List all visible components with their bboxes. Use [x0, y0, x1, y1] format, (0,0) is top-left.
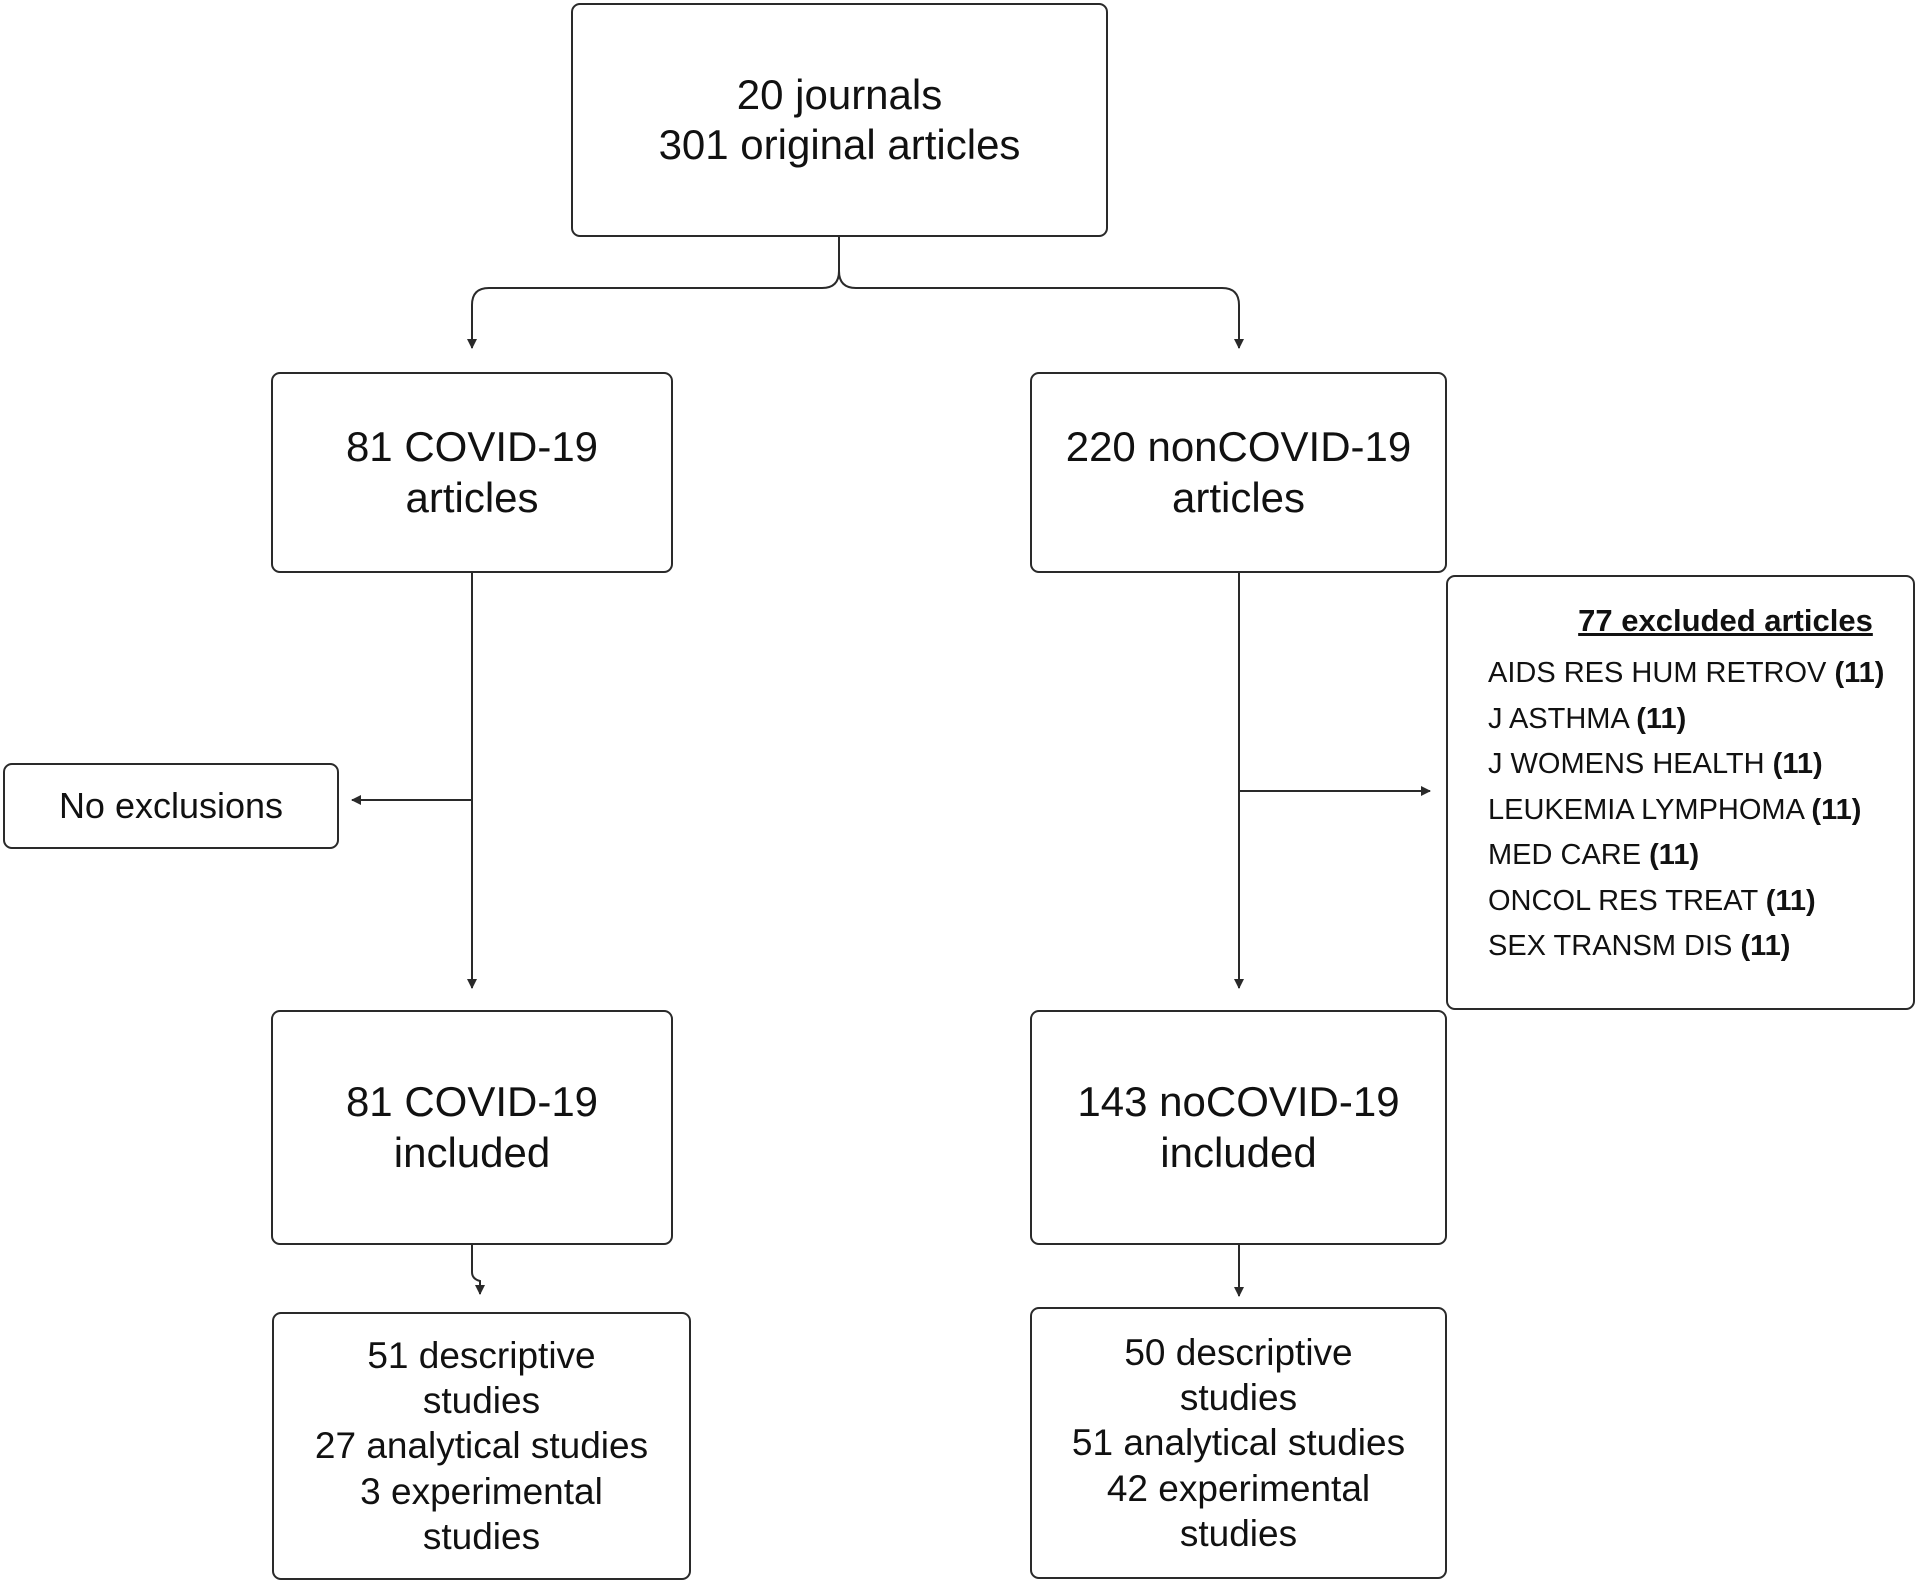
original-articles-count: 301 original articles: [658, 121, 1021, 168]
covid-included-to-studies-arrow: [471, 1245, 485, 1295]
covid-descriptive-studies: 51 descriptive: [367, 1335, 596, 1377]
noncovid-experimental-studies-cont: studies: [1179, 1512, 1298, 1554]
covid-articles-label: articles: [405, 473, 539, 521]
noncovid-descriptive-studies-cont: studies: [1179, 1377, 1298, 1419]
journal-count: (11): [1740, 930, 1791, 962]
excluded-articles-title: 77 excluded articles: [1578, 603, 1873, 638]
excluded-journal-item: MED CARE (11): [1488, 833, 1893, 879]
noncovid-included-label: included: [1160, 1128, 1317, 1176]
noncovid-descriptive-studies: 50 descriptive: [1124, 1332, 1353, 1374]
covid-included-box: 81 COVID-19 included: [271, 1010, 673, 1245]
journal-count: (11): [1834, 657, 1885, 689]
covid-studies-box: 51 descriptive studies 27 analytical stu…: [272, 1312, 691, 1580]
noncovid-analytical-studies: 51 analytical studies: [1071, 1422, 1406, 1464]
journal-name: LEUKEMIA LYMPHOMA: [1488, 793, 1804, 826]
covid-experimental-studies: 3 experimental: [360, 1470, 603, 1512]
no-exclusions-label: No exclusions: [58, 785, 284, 827]
excluded-journal-item: LEUKEMIA LYMPHOMA (11): [1488, 788, 1893, 834]
no-exclusions-box: No exclusions: [3, 763, 339, 849]
covid-descriptive-studies-cont: studies: [422, 1380, 541, 1422]
split-connector: [467, 237, 840, 349]
journal-name: J WOMENS HEALTH: [1488, 748, 1765, 780]
noncovid-articles-count: 220 nonCOVID-19: [1065, 423, 1412, 471]
noncovid-included-count: 143 noCOVID-19: [1077, 1078, 1400, 1126]
journal-name: J ASTHMA: [1488, 702, 1629, 735]
split-connector-right: [838, 270, 1244, 349]
covid-included-count: 81 COVID-19: [345, 1078, 599, 1126]
excluded-articles-box: 77 excluded articles AIDS RES HUM RETROV…: [1446, 575, 1915, 1010]
covid-experimental-studies-cont: studies: [422, 1515, 541, 1557]
noncovid-included-box: 143 noCOVID-19 included: [1030, 1010, 1447, 1245]
excluded-journal-item: AIDS RES HUM RETROV (11): [1488, 651, 1893, 697]
excluded-journal-item: SEX TRANSM DIS (11): [1488, 924, 1893, 970]
journal-count: (11): [1649, 839, 1700, 871]
journal-name: ONCOL RES TREAT: [1488, 884, 1758, 917]
journal-count: (11): [1636, 702, 1687, 735]
noncovid-studies-box: 50 descriptive studies 51 analytical stu…: [1030, 1307, 1447, 1579]
journal-count: (11): [1772, 748, 1823, 780]
journals-count: 20 journals: [736, 70, 943, 118]
noncovid-articles-box: 220 nonCOVID-19 articles: [1030, 372, 1447, 573]
noncovid-experimental-studies: 42 experimental: [1106, 1467, 1371, 1509]
journal-name: SEX TRANSM DIS: [1488, 930, 1733, 962]
noncovid-articles-label: articles: [1171, 473, 1306, 521]
journal-name: MED CARE: [1488, 839, 1642, 871]
journal-count: (11): [1765, 884, 1816, 917]
top-box: 20 journals 301 original articles: [571, 3, 1108, 237]
excluded-journal-item: J ASTHMA (11): [1488, 697, 1893, 743]
excluded-journal-item: J WOMENS HEALTH (11): [1488, 742, 1893, 788]
covid-articles-box: 81 COVID-19 articles: [271, 372, 673, 573]
covid-articles-count: 81 COVID-19: [345, 423, 599, 471]
journal-count: (11): [1811, 793, 1862, 826]
covid-included-label: included: [393, 1128, 551, 1176]
covid-analytical-studies: 27 analytical studies: [314, 1425, 649, 1467]
journal-name: AIDS RES HUM RETROV: [1488, 657, 1827, 689]
excluded-journal-item: ONCOL RES TREAT (11): [1488, 879, 1893, 925]
